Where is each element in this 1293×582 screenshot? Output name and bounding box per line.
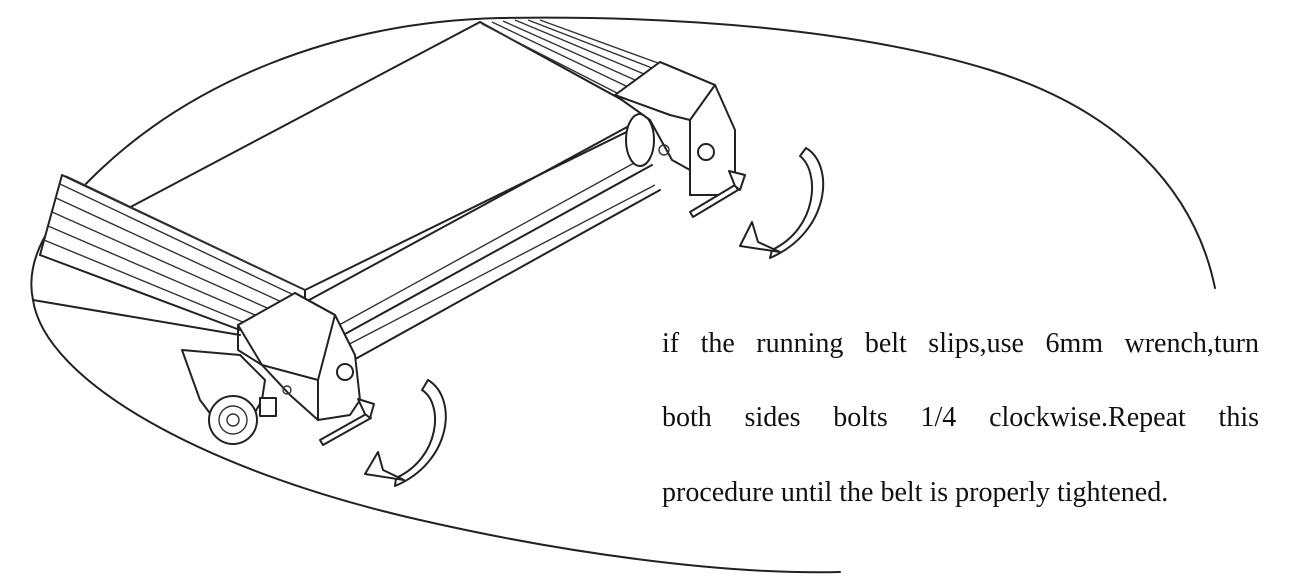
transport-wheel: [181, 349, 277, 445]
near-side-rail-ribs: [43, 175, 306, 326]
instruction-line-1: if the running belt slips,use 6mm wrench…: [662, 328, 1259, 359]
instruction-text-block: if the running belt slips,use 6mm wrench…: [662, 312, 1259, 542]
far-side-rail: [481, 19, 659, 94]
hex-wrench-icon: [319, 398, 375, 446]
clockwise-arrow-icon: [739, 147, 825, 259]
detail-ellipse-outline: [30, 16, 1216, 574]
near-end-cap: [237, 292, 361, 421]
far-end-cap: [614, 61, 736, 196]
instruction-line-2: both sides bolts 1/4 clockwise.Repeat th…: [662, 402, 1259, 433]
hex-wrench-icon: [689, 170, 746, 218]
clockwise-arrow-icon: [364, 379, 447, 487]
instruction-line-3: procedure until the belt is properly tig…: [662, 477, 1169, 508]
rear-roller: [299, 113, 661, 363]
